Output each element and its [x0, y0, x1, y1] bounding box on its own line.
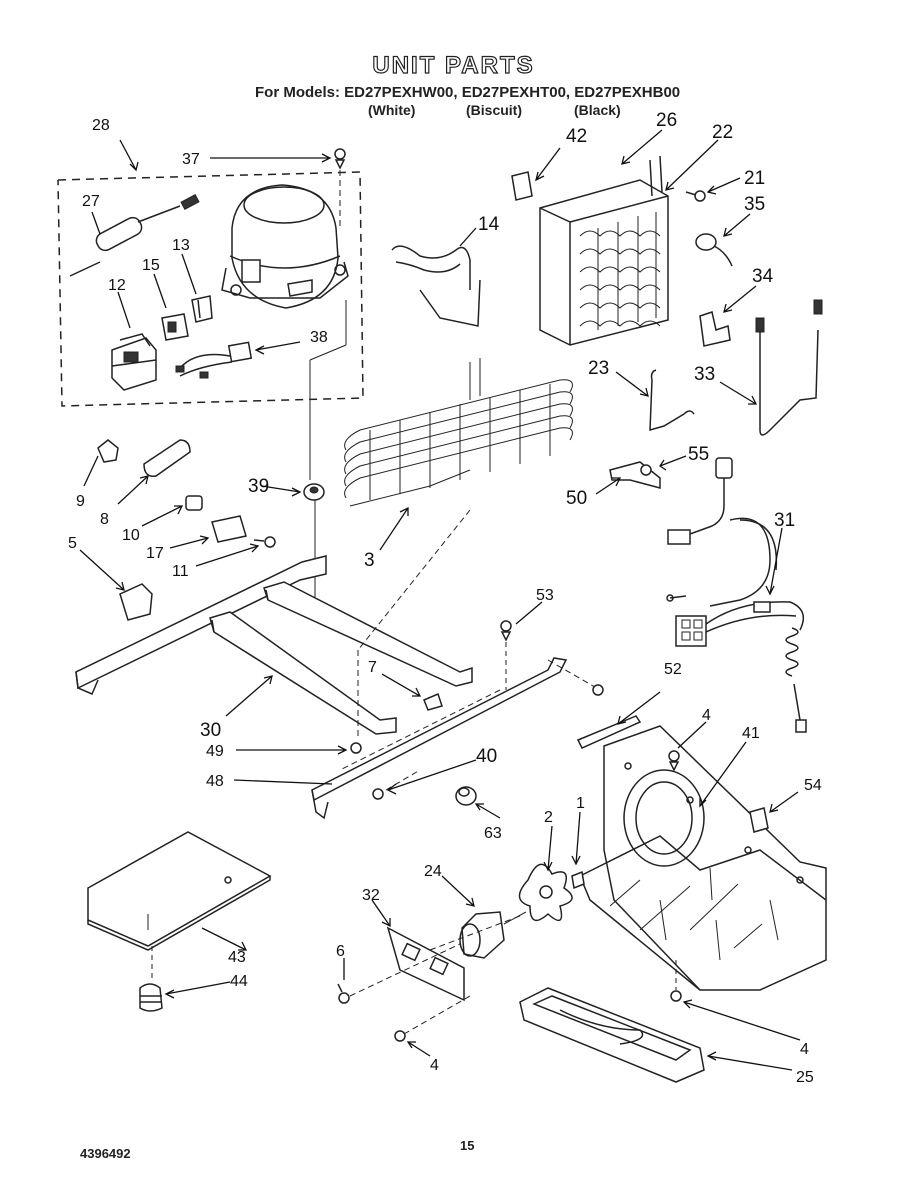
label-4-upper: 4: [702, 707, 711, 724]
label-13: 13: [172, 237, 190, 254]
label-1: 1: [576, 795, 585, 812]
label-40: 40: [476, 746, 497, 767]
part-labels: 28 37 27 13 15 12 38 42 26 22 21 35 34 1…: [68, 110, 822, 1086]
wire-harness-31: [666, 457, 807, 733]
models-line: For Models: ED27PEXHW00, ED27PEXHT00, ED…: [255, 84, 681, 101]
label-38: 38: [310, 329, 328, 346]
cover-43: [87, 831, 272, 980]
label-35: 35: [744, 194, 765, 215]
label-39: 39: [248, 476, 269, 497]
label-4-lower-right: 4: [800, 1041, 809, 1058]
grommet-63: [455, 786, 477, 806]
label-48: 48: [206, 773, 224, 790]
screw-53: [500, 620, 512, 690]
part-10: [185, 495, 203, 511]
label-41: 41: [742, 725, 760, 742]
label-33: 33: [694, 364, 715, 385]
foot-44: [139, 983, 163, 1012]
screw-49: [350, 742, 362, 754]
screw-4b: [670, 960, 682, 1002]
label-17: 17: [146, 545, 164, 562]
clip-23: [649, 369, 695, 432]
bracket-5: [119, 583, 153, 621]
label-55: 55: [688, 444, 709, 465]
condenser-3: [344, 358, 573, 507]
page-number: 15: [460, 1138, 475, 1153]
label-42: 42: [566, 126, 587, 147]
rail-48: [311, 657, 604, 820]
label-12: 12: [108, 277, 126, 294]
base-frame-30: [75, 555, 473, 735]
grommet-39: [303, 483, 325, 501]
label-28: 28: [92, 117, 110, 134]
label-24: 24: [424, 863, 442, 880]
variant-white: (White): [368, 102, 416, 118]
label-10: 10: [122, 527, 140, 544]
label-27: 27: [82, 193, 100, 210]
label-49: 49: [206, 743, 224, 760]
label-21: 21: [744, 168, 765, 189]
label-52: 52: [664, 661, 682, 678]
screw-6: [337, 983, 350, 1004]
screw-55: [640, 464, 652, 476]
label-32: 32: [362, 887, 380, 904]
label-22: 22: [712, 122, 733, 143]
label-2: 2: [544, 809, 553, 826]
screw-37: [334, 148, 346, 228]
label-6: 6: [336, 943, 345, 960]
label-23: 23: [588, 358, 609, 379]
label-43: 43: [228, 949, 246, 966]
label-44: 44: [230, 973, 248, 990]
variant-black: (Black): [574, 102, 621, 118]
label-54: 54: [804, 777, 822, 794]
fan-housing-41: [579, 725, 827, 991]
label-9: 9: [76, 493, 85, 510]
label-26: 26: [656, 110, 677, 131]
evaporator-26: [539, 155, 669, 346]
label-15: 15: [142, 257, 160, 274]
compressor-kit-group: [57, 171, 364, 407]
leader-lines: [79, 129, 801, 1071]
label-30: 30: [200, 720, 221, 741]
page-title: UNIT PARTS: [372, 51, 535, 79]
label-50: 50: [566, 488, 587, 509]
label-31: 31: [774, 510, 795, 531]
screw-4a: [668, 750, 680, 772]
label-34: 34: [752, 266, 774, 287]
clip-42: [511, 171, 533, 201]
capacitor-17: [211, 515, 247, 543]
tube-33: [759, 329, 819, 436]
label-3: 3: [364, 550, 375, 571]
motor-bracket-32: [349, 915, 521, 1035]
bracket-34: [699, 311, 731, 347]
thermostat-35: [695, 233, 733, 267]
part-7: [423, 692, 443, 711]
nut-54: [749, 807, 769, 833]
label-53: 53: [536, 587, 554, 604]
tube-14: [391, 245, 481, 327]
label-14: 14: [478, 214, 500, 235]
screw-21: [685, 190, 706, 202]
screw-4c: [394, 1030, 406, 1042]
label-4-lower-left: 4: [430, 1057, 439, 1074]
screw-11: [253, 536, 276, 548]
label-5: 5: [68, 535, 77, 552]
label-25: 25: [796, 1069, 814, 1086]
document-number: 4396492: [80, 1146, 131, 1161]
bracket-1: [571, 870, 585, 890]
label-11: 11: [172, 563, 189, 580]
variant-biscuit: (Biscuit): [466, 102, 522, 118]
label-8: 8: [100, 511, 109, 528]
label-63: 63: [484, 825, 502, 842]
strip-52: [576, 715, 642, 749]
label-37: 37: [182, 151, 200, 168]
plug-9: [97, 439, 119, 463]
fan-blade-2: [518, 863, 573, 922]
label-7: 7: [368, 659, 377, 676]
tube-8: [143, 439, 191, 477]
drain-pan-25: [519, 987, 705, 1083]
